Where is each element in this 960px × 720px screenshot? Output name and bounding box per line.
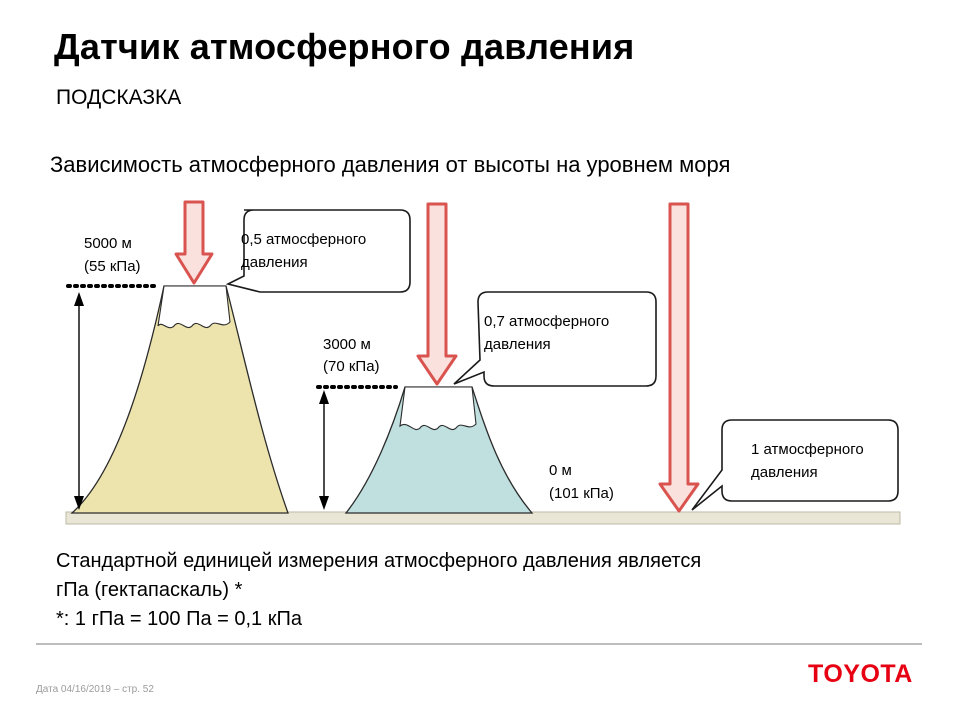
body-line-2: гПа (гектапаскаль) *: [56, 579, 242, 602]
callout-3000-line2: давления: [484, 334, 551, 356]
pressure-arrow-0: [660, 204, 698, 511]
height-arrow-5000: [74, 292, 84, 510]
snowcap-3000: [400, 387, 476, 430]
pressure-label-0: (101 кПа): [549, 483, 614, 505]
callout-box-5000: [228, 210, 410, 292]
altitude-label-5000: 5000 м: [84, 233, 132, 255]
callout-3000-line1: 0,7 атмосферного: [484, 311, 609, 333]
pressure-label-5000: (55 кПа): [84, 256, 141, 278]
callout-0-line1: 1 атмосферного: [751, 439, 864, 461]
callout-5000-line1: 0,5 атмосферного: [241, 229, 366, 251]
toyota-logo: TOYOTA: [808, 660, 913, 689]
pressure-arrow-5000: [176, 202, 212, 283]
callout-0-line2: давления: [751, 462, 818, 484]
footer-divider: [36, 643, 922, 645]
pressure-label-3000: (70 кПа): [323, 356, 380, 378]
height-arrow-3000: [319, 390, 329, 510]
snowcap-5000: [158, 286, 230, 328]
pressure-arrow-3000: [418, 204, 456, 384]
callout-5000-line2: давления: [241, 252, 308, 274]
body-line-1: Стандартной единицей измерения атмосферн…: [56, 550, 701, 573]
ground-strip: [66, 512, 900, 524]
body-line-3: *: 1 гПа = 100 Па = 0,1 кПа: [56, 608, 302, 631]
footer-meta: Дата 04/16/2019 – стр. 52: [36, 684, 154, 695]
altitude-label-3000: 3000 м: [323, 334, 371, 356]
altitude-label-0: 0 м: [549, 460, 572, 482]
